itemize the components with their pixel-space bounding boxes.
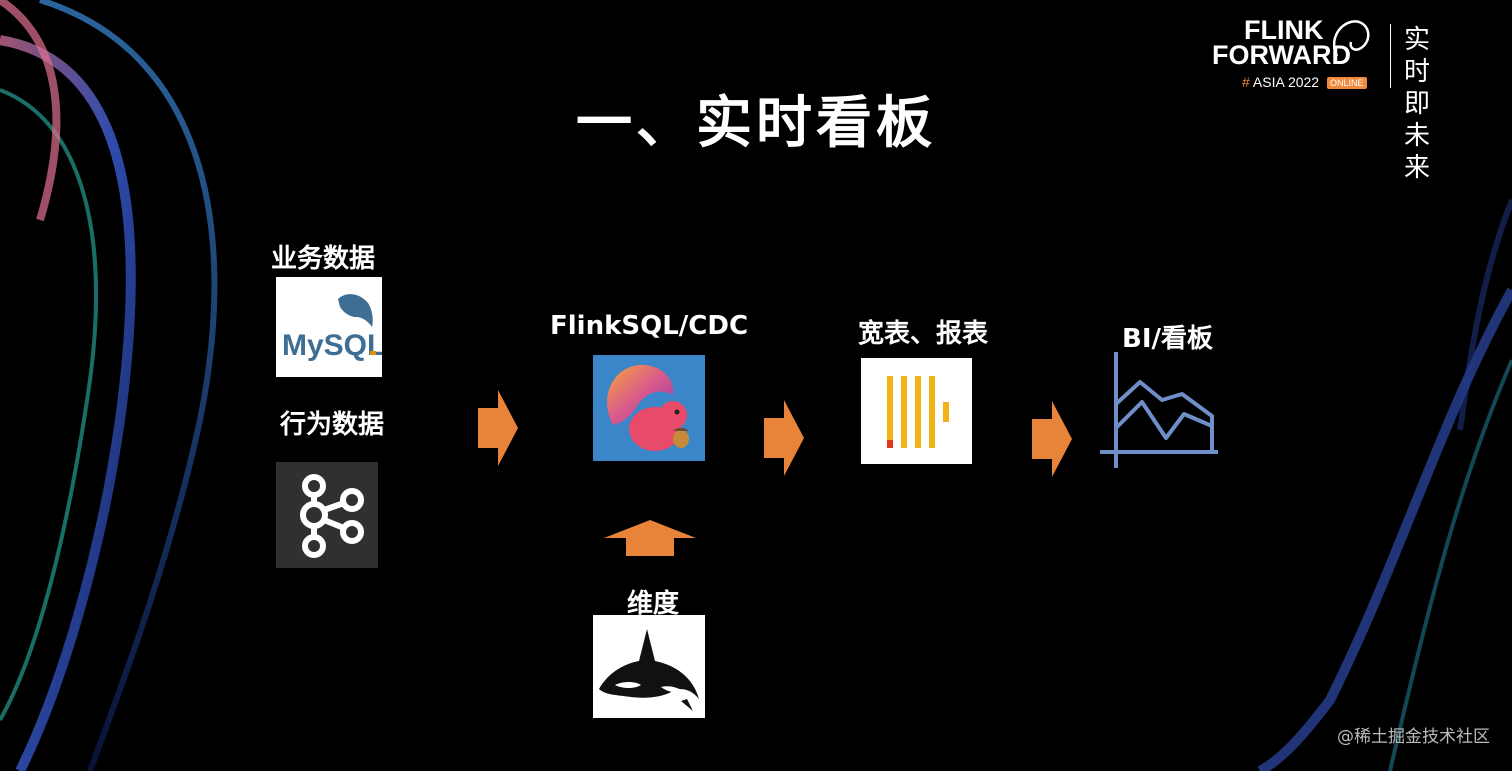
flink-squirrel-icon <box>607 364 689 451</box>
arrow-right-1 <box>478 390 518 466</box>
watermark: @稀土掘金技术社区 <box>1337 727 1490 747</box>
business-data-label: 业务数据 <box>271 244 376 274</box>
logo-divider <box>1390 24 1391 88</box>
orca-tile <box>593 615 705 718</box>
mysql-wordmark: MySQL <box>282 329 382 362</box>
line-chart-icon <box>1100 352 1218 468</box>
kafka-logo-icon <box>300 474 364 558</box>
brand-wordmark: FLINK FORWARD <box>1212 15 1351 70</box>
mysql-logo-icon: MySQL <box>282 294 385 362</box>
flinksql-cdc-label: FlinkSQL/CDC <box>550 311 749 341</box>
slogan: 实时即 未来 <box>1404 25 1431 183</box>
event-name: # ASIA 2022 ONLINE <box>1242 74 1367 90</box>
kafka-tile <box>276 462 378 568</box>
bi-dashboard-label: BI/看板 <box>1122 324 1213 354</box>
flink-tile <box>593 355 705 461</box>
dimension-label: 维度 <box>627 589 680 619</box>
mysql-tile: MySQL <box>276 277 385 377</box>
flink-forward-logo: FLINK FORWARD # ASIA 2022 ONLINE 实时即 未来 <box>1212 15 1472 184</box>
arrow-right-2 <box>764 400 804 476</box>
squirrel-tail-icon <box>1333 20 1370 57</box>
arrow-up-dimension <box>604 520 696 556</box>
clickhouse-tile <box>861 358 972 464</box>
wide-table-report-label: 宽表、报表 <box>858 319 989 349</box>
slide-title: 一、实时看板 <box>576 91 936 156</box>
orca-whale-icon <box>599 629 699 711</box>
behavior-data-label: 行为数据 <box>280 410 385 440</box>
clickhouse-bars-icon <box>887 376 949 448</box>
arrow-right-3 <box>1032 401 1072 477</box>
